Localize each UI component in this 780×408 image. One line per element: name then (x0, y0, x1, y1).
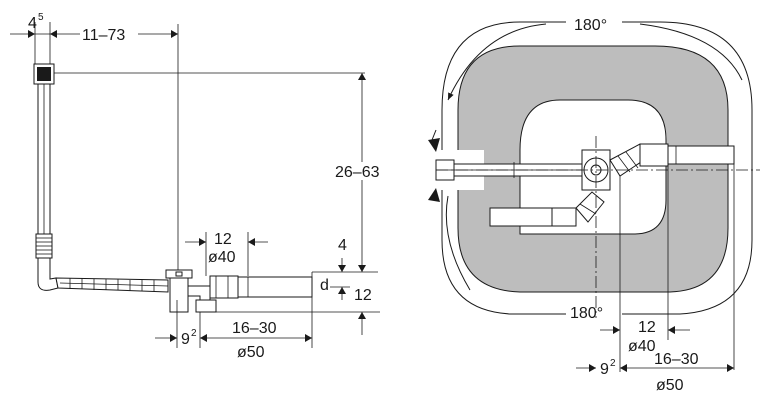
dim-top-span: 11–73 (82, 27, 125, 44)
side-dim-right-12: 12 (354, 287, 372, 304)
dim-top-left: 4 (28, 15, 37, 32)
top-lower-elbow (489, 191, 605, 227)
top-dim-12: 12 (638, 319, 656, 336)
tub-outline (441, 21, 753, 315)
top-dim-d40: ø40 (628, 338, 656, 355)
drain-trap (165, 269, 239, 313)
dim-top-left-sup: 5 (38, 12, 44, 23)
outlet-pipe (237, 276, 313, 298)
flex-joint (35, 233, 53, 259)
side-dim-d: d (320, 277, 329, 294)
top-dim-bottom-range: 16–30 (654, 351, 699, 368)
flex-hose (55, 277, 169, 293)
side-dim-bottom-range: 16–30 (232, 320, 277, 337)
top-dim-rotation-top: 180° (574, 17, 607, 34)
side-dim-bottom-d50: ø50 (237, 344, 265, 361)
side-dim-d40: ø40 (208, 249, 236, 266)
side-view: 4 5 11–73 (10, 12, 390, 361)
top-dim-bottom-9-sup: 2 (610, 358, 616, 369)
side-dim-bottom-9-sup: 2 (191, 328, 197, 339)
top-dim-bottom-d50: ø50 (656, 377, 684, 394)
side-dim-12: 12 (214, 231, 232, 248)
top-dim-rotation-bottom: 180° (570, 305, 603, 322)
side-dim-4: 4 (338, 237, 347, 254)
top-dim-bottom-9: 9 (600, 361, 609, 378)
top-view: 180° 180° (428, 14, 760, 394)
side-dim-bottom-9: 9 (181, 331, 190, 348)
dim-height-range: 26–63 (335, 164, 380, 181)
